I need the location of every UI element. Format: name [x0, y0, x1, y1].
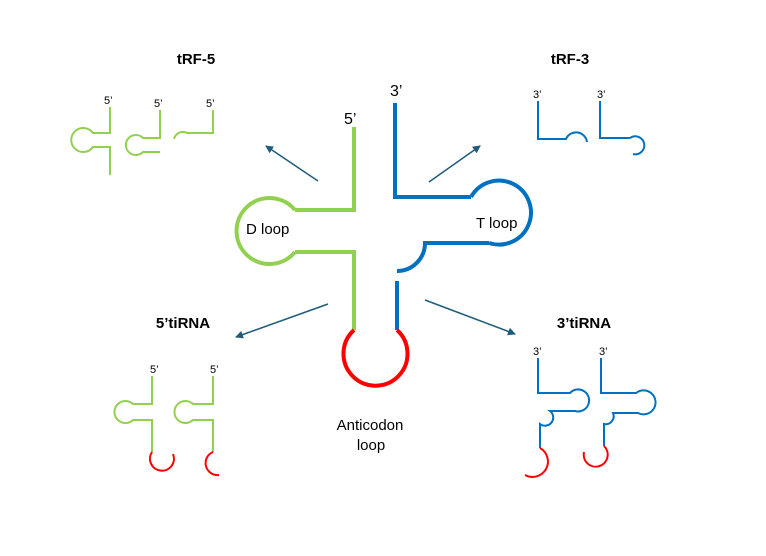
- anticodon-loop-label-line1: Anticodon: [337, 417, 404, 434]
- trf3-group: tRF-3 3’ 3’: [533, 51, 646, 156]
- tirna3-fragment-2: [600, 358, 657, 446]
- acceptor-stem-5prime: [295, 127, 356, 212]
- tirna5-end-label-2: 5’: [210, 364, 219, 376]
- trf5-end-label-2: 5’: [154, 98, 163, 110]
- tirna3-fragment-1: [537, 358, 591, 448]
- tirna5-anticodon-parts: [149, 451, 220, 477]
- tirna3-group: 3’tiRNA 3’ 3’: [524, 315, 657, 478]
- acceptor-stem-3prime: [393, 103, 471, 199]
- tirna3-anticodon-half-1: [524, 447, 549, 478]
- tirna5-5prime-parts: [113, 376, 214, 452]
- tirna5-end-label-1: 5’: [150, 364, 159, 376]
- anticodon-loop-arc: [341, 328, 410, 388]
- tirna3-anticodon-parts: [524, 445, 609, 478]
- t-loop-label: T loop: [476, 215, 517, 232]
- tirna3-anticodon-half-2: [582, 445, 609, 468]
- five-prime-half: [234, 127, 356, 330]
- five-prime-end-label: 5’: [344, 111, 356, 128]
- trf5-fragment-1: [70, 107, 111, 175]
- arrow-to-5tirna: [235, 303, 329, 339]
- trf5-fragment-3: [173, 110, 214, 140]
- tirna3-3prime-parts: [537, 358, 657, 448]
- trf3-title: tRF-3: [551, 51, 589, 68]
- trf5-fragments: [70, 107, 214, 175]
- t-loop-arc: [469, 178, 533, 247]
- trf3-fragment-1: [537, 101, 588, 143]
- anticodon-loop-label-line2: loop: [357, 437, 385, 454]
- trf5-fragment-2: [124, 110, 161, 156]
- tirna5-title: 5’tiRNA: [156, 315, 210, 332]
- trf5-end-label-3: 5’: [206, 98, 215, 110]
- arrow-to-trf3: [428, 145, 481, 183]
- tirna3-end-label-2: 3’: [599, 346, 608, 358]
- tirna5-fragment-1: [113, 376, 153, 452]
- trf3-end-label-1: 3’: [533, 89, 542, 101]
- tirna5-fragment-2: [173, 376, 214, 452]
- trf5-title: tRF-5: [177, 51, 215, 68]
- tirna3-title: 3’tiRNA: [557, 315, 611, 332]
- trf3-end-label-2: 3’: [597, 89, 606, 101]
- d-arm-lower: [295, 250, 356, 330]
- trf3-fragment-2: [599, 101, 646, 156]
- three-prime-end-label: 3’: [390, 83, 402, 100]
- variable-loop: [396, 241, 489, 273]
- tirna5-group: 5’tiRNA 5’ 5’: [113, 315, 220, 477]
- three-prime-half: [393, 103, 533, 330]
- arrow-to-trf5: [265, 145, 319, 182]
- cleavage-arrows: [235, 145, 516, 339]
- tirna5-anticodon-half-2: [204, 451, 220, 477]
- trf5-end-label-1: 5’: [104, 95, 113, 107]
- tirna5-anticodon-half-1: [149, 451, 175, 472]
- tirna3-end-label-1: 3’: [533, 346, 542, 358]
- d-loop-arc: [234, 196, 297, 266]
- trf3-fragments: [537, 101, 646, 156]
- trna-molecule: 5’ 3’ D loop T loop Anticodon loop: [234, 83, 533, 454]
- trf5-group: tRF-5 5’ 5’ 5’: [70, 51, 215, 175]
- arrow-to-3tirna: [424, 299, 516, 336]
- d-loop-label: D loop: [246, 221, 289, 238]
